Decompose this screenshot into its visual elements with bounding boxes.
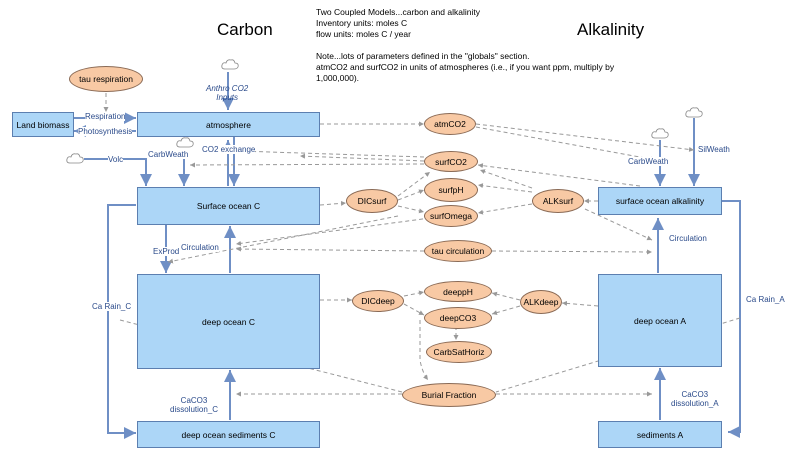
note-line: atmCO2 and surfCO2 in units of atmospher… xyxy=(316,62,617,83)
model-notes: Two Coupled Models...carbon and alkalini… xyxy=(316,7,616,84)
flow-respiration-label[interactable]: Respiration xyxy=(85,112,126,121)
var-atmco2[interactable]: atmCO2 xyxy=(424,113,476,135)
flow-silweath-label[interactable]: SilWeath xyxy=(698,145,730,154)
var-surfomega[interactable]: surfOmega xyxy=(424,205,478,227)
cloud-icon[interactable] xyxy=(176,136,194,148)
flow-anthro-co2-inputs-label[interactable]: Anthro CO2 Inputs xyxy=(206,84,249,102)
note-line: Two Coupled Models...carbon and alkalini… xyxy=(316,7,480,17)
stock-surface-ocean-alkalinity[interactable]: surface ocean alkalinity xyxy=(598,187,722,215)
carbon-title: Carbon xyxy=(217,20,273,39)
flow-caco3-dissolution-c-label[interactable]: CaCO3 dissolution_C xyxy=(170,396,219,414)
stock-deep-ocean-sediments-c[interactable]: deep ocean sediments C xyxy=(137,421,320,448)
flow-carbweath-a-label[interactable]: CarbWeath xyxy=(628,157,669,166)
var-deepph[interactable]: deeppH xyxy=(424,281,492,302)
var-tau-respiration[interactable]: tau respiration xyxy=(69,66,143,92)
cloud-icon[interactable] xyxy=(221,58,239,70)
var-surfco2[interactable]: surfCO2 xyxy=(424,151,478,172)
stock-sediments-a[interactable]: sediments A xyxy=(598,421,722,448)
var-carbsathoriz[interactable]: CarbSatHoriz xyxy=(426,341,492,363)
alkalinity-title: Alkalinity xyxy=(577,20,645,39)
flow-carbweath-c-label[interactable]: CarbWeath xyxy=(148,150,189,159)
flow-circulation-c-label[interactable]: Circulation xyxy=(181,243,219,252)
ca-rain-a-pipe xyxy=(722,200,741,438)
flow-co2-exchange-label[interactable]: CO2 exchange xyxy=(202,145,256,154)
ca-rain-c-pipe xyxy=(107,204,136,439)
flow-ca-rain-a-label[interactable]: Ca Rain_A xyxy=(746,295,785,304)
flow-circulation-a-label[interactable]: Circulation xyxy=(669,234,707,243)
stock-atmosphere[interactable]: atmosphere xyxy=(137,112,320,137)
flow-ca-rain-c-label[interactable]: Ca Rain_C xyxy=(92,302,132,311)
stock-deep-ocean-c[interactable]: deep ocean C xyxy=(137,274,320,369)
note-line: flow units: moles C / year xyxy=(316,29,411,39)
volc-pipe xyxy=(84,158,152,186)
var-alkdeep[interactable]: ALKdeep xyxy=(520,290,562,314)
stock-land-biomass[interactable]: Land biomass xyxy=(12,112,74,137)
flow-volc-label[interactable]: Volc xyxy=(108,155,124,164)
cloud-icon[interactable] xyxy=(685,106,703,118)
var-dicdeep[interactable]: DICdeep xyxy=(352,290,404,312)
var-deepco3[interactable]: deepCO3 xyxy=(424,307,492,329)
var-dicsurf[interactable]: DICsurf xyxy=(346,189,398,213)
flow-photosynthesis-label[interactable]: Photosynthesis xyxy=(78,127,133,136)
var-alksurf[interactable]: ALKsurf xyxy=(532,189,584,213)
stock-deep-ocean-a[interactable]: deep ocean A xyxy=(598,274,722,367)
flow-caco3-dissolution-a-label[interactable]: CaCO3 dissolution_A xyxy=(671,390,719,408)
note-line: Note...lots of parameters defined in the… xyxy=(316,51,530,61)
var-surfph[interactable]: surfpH xyxy=(424,178,478,202)
var-tau-circulation[interactable]: tau circulation xyxy=(424,240,492,262)
cloud-icon[interactable] xyxy=(651,127,669,139)
cloud-icon[interactable] xyxy=(66,152,84,164)
flow-exprod-label[interactable]: ExProd xyxy=(153,247,180,256)
stock-surface-ocean-c[interactable]: Surface ocean C xyxy=(137,187,320,225)
var-burial-fraction[interactable]: Burial Fraction xyxy=(402,383,496,407)
note-line: Inventory units: moles C xyxy=(316,18,408,28)
note-line xyxy=(316,40,616,51)
